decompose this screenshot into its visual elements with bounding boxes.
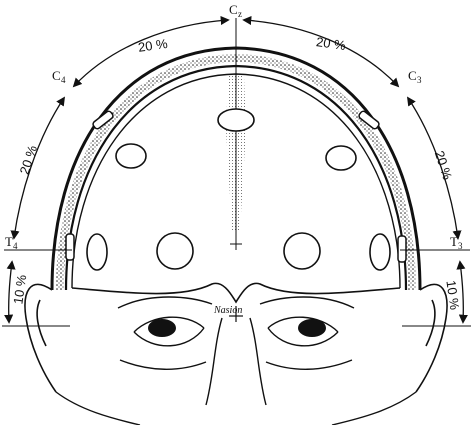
midline-fissure (226, 30, 246, 250)
left-eye-upper (133, 316, 205, 333)
svg-text:4: 4 (13, 241, 18, 251)
arc-low-left (4, 260, 16, 324)
label-c3: C 3 (408, 68, 422, 85)
label-c4: C 4 (52, 68, 66, 85)
pct-top-right: 20 % (315, 34, 347, 53)
right-eye-upper (267, 316, 339, 333)
label-t4: T 4 (5, 234, 18, 251)
face (55, 296, 417, 426)
svg-text:T: T (450, 234, 458, 249)
skull-electrode-t3 (397, 235, 407, 263)
nose-right (249, 317, 267, 406)
electrode-c3-disc (283, 232, 321, 270)
arc-side-left (10, 96, 66, 240)
svg-text:C: C (52, 68, 61, 83)
electrode-f3-disc (325, 145, 357, 171)
measurement-arcs (4, 15, 468, 324)
pct-side-right: 20 % (432, 149, 456, 182)
svg-text:3: 3 (458, 241, 463, 251)
svg-text:3: 3 (417, 75, 422, 85)
electrode-cz-disc (217, 108, 255, 132)
electrode-t3-disc (369, 233, 391, 271)
svg-text:4: 4 (61, 75, 66, 85)
skull-electrode-c4 (92, 110, 114, 130)
arc-side-right (406, 96, 462, 240)
right-cheek (331, 391, 417, 426)
svg-text:C: C (408, 68, 417, 83)
brow-line (71, 282, 401, 304)
arc-top-left (72, 15, 230, 88)
right-eye-lower (267, 327, 339, 347)
electrode-t4-disc (86, 233, 108, 271)
pct-side-left: 20 % (17, 143, 41, 176)
left-pupil (148, 319, 176, 337)
label-t3: T 3 (450, 234, 463, 251)
skull-electrode-c3 (358, 110, 380, 130)
brain-electrodes (86, 108, 391, 271)
right-pupil (298, 319, 326, 337)
pct-low-right: 10 % (443, 279, 462, 311)
nasion-marker (229, 306, 243, 322)
pct-top-left: 20 % (137, 36, 169, 55)
electrode-c4-disc (156, 232, 194, 270)
left-eye-lower (133, 327, 205, 347)
right-eyebrow (259, 296, 355, 309)
label-cz: C z (229, 2, 242, 19)
electrode-f4-disc (115, 143, 147, 169)
right-ear (415, 283, 448, 393)
svg-text:T: T (5, 234, 13, 249)
svg-text:z: z (238, 9, 242, 19)
left-ear (24, 283, 57, 393)
reference-ticks (2, 18, 471, 327)
skull-electrode-t4 (65, 233, 75, 261)
nose-left (205, 317, 223, 406)
arc-top-right (242, 15, 400, 88)
pupils (148, 319, 326, 337)
arc-low-right (456, 260, 468, 324)
nasion-label: Nasion (213, 305, 242, 316)
left-cheek (55, 391, 141, 426)
left-eyebrow (117, 296, 213, 309)
pct-low-left: 10 % (10, 273, 29, 305)
svg-text:C: C (229, 2, 238, 17)
